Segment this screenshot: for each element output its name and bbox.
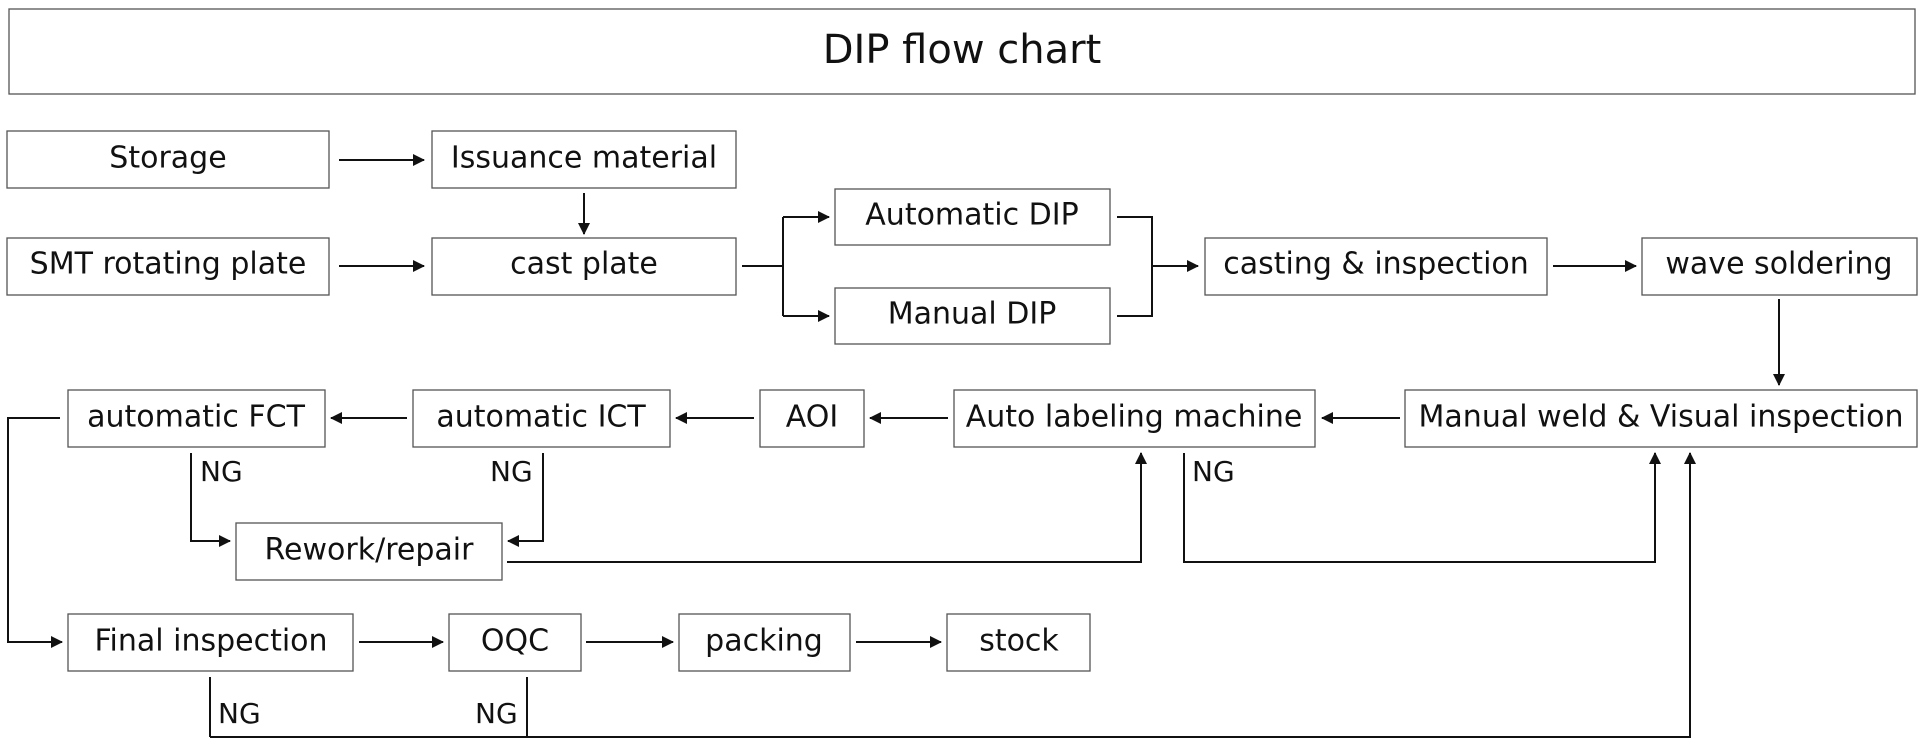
step-cast-plate: cast plate [431, 237, 737, 296]
step-manual-weld-visual-inspection: Manual weld & Visual inspection [1404, 389, 1918, 448]
step-oqc: OQC [448, 613, 582, 672]
step-stock: stock [946, 613, 1091, 672]
ng-label-ict: NG [490, 455, 533, 488]
step-manual-dip: Manual DIP [834, 287, 1111, 345]
step-storage-label: Storage [109, 141, 226, 176]
step-automatic-dip: Automatic DIP [834, 188, 1111, 246]
arrow-ng-return-to-manual-weld [210, 452, 1696, 738]
step-stock-label: stock [979, 624, 1059, 659]
step-aoi-label: AOI [786, 400, 838, 435]
step-casting-inspection-label: casting & inspection [1223, 247, 1529, 282]
step-manual-dip-label: Manual DIP [888, 297, 1057, 332]
ng-label-oqc: NG [475, 697, 518, 730]
step-issuance-material: Issuance material [431, 130, 737, 189]
step-casting-inspection: casting & inspection [1204, 237, 1548, 296]
step-packing-label: packing [705, 624, 823, 659]
step-storage: Storage [6, 130, 330, 189]
ng-label-labeling: NG [1192, 455, 1235, 488]
arrow-ict-ng-to-rework [507, 453, 544, 547]
step-final-inspection-label: Final inspection [94, 624, 327, 659]
arrow-labeling-ng-to-manual-weld [1183, 452, 1661, 563]
step-auto-labeling-machine: Auto labeling machine [953, 389, 1316, 448]
arrow-rework-to-labeling [507, 452, 1147, 563]
step-rework-repair-label: Rework/repair [265, 533, 475, 568]
step-auto-labeling-label: Auto labeling machine [966, 400, 1303, 435]
step-automatic-fct-label: automatic FCT [87, 400, 305, 435]
step-automatic-ict-label: automatic ICT [436, 400, 646, 435]
step-packing: packing [678, 613, 851, 672]
chart-title-text: DIP flow chart [823, 27, 1102, 73]
step-final-inspection: Final inspection [67, 613, 354, 672]
step-smt-rotating-plate-label: SMT rotating plate [30, 247, 307, 282]
line-dip-merge [1117, 216, 1153, 317]
step-automatic-dip-label: Automatic DIP [865, 198, 1078, 233]
ng-label-final-inspection: NG [218, 697, 261, 730]
step-smt-rotating-plate: SMT rotating plate [6, 237, 330, 296]
step-wave-soldering: wave soldering [1641, 237, 1918, 296]
step-manual-weld-label: Manual weld & Visual inspection [1419, 400, 1904, 435]
step-issuance-material-label: Issuance material [451, 141, 717, 176]
step-automatic-ict: automatic ICT [412, 389, 671, 448]
arrow-fct-ng-to-rework [190, 453, 231, 547]
step-aoi: AOI [759, 389, 865, 448]
ng-label-fct: NG [200, 455, 243, 488]
arrow-fct-to-final-inspection [7, 417, 63, 648]
chart-title: DIP flow chart [8, 8, 1916, 95]
step-rework-repair: Rework/repair [235, 522, 503, 581]
step-cast-plate-label: cast plate [510, 247, 658, 282]
step-automatic-fct: automatic FCT [67, 389, 326, 448]
step-wave-soldering-label: wave soldering [1665, 247, 1892, 282]
step-oqc-label: OQC [481, 624, 549, 659]
